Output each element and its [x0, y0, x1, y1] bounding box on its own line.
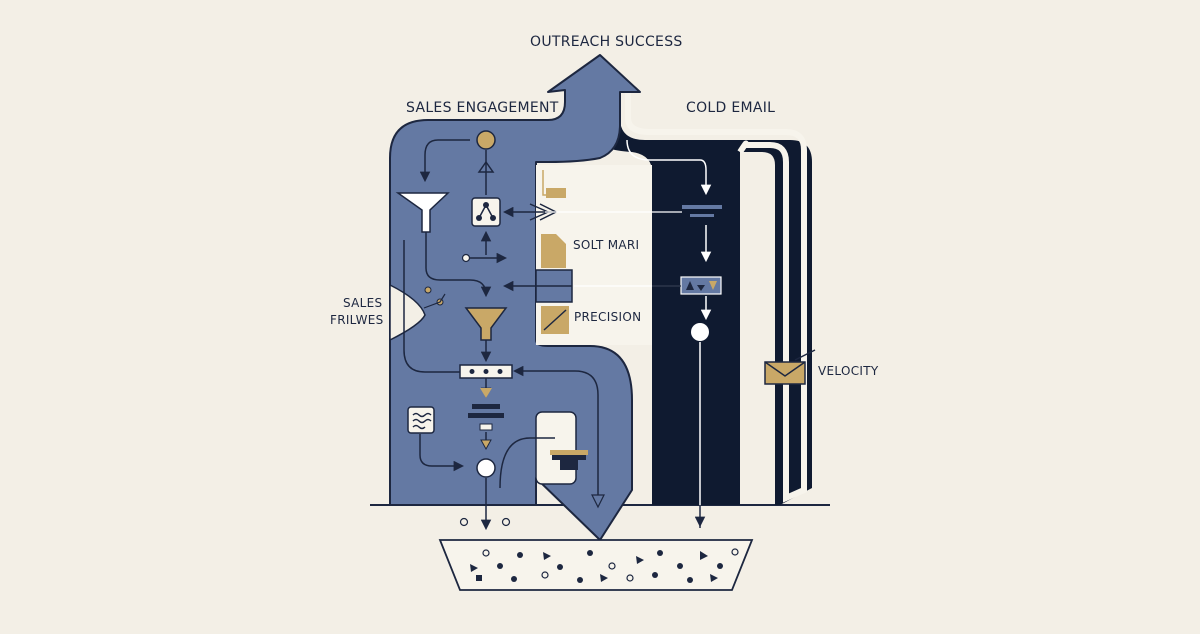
- envelope-icon: [764, 361, 806, 385]
- cold-email-arrow-1: [626, 139, 712, 196]
- sales-label: SALES: [343, 296, 383, 310]
- hopper: [438, 539, 754, 591]
- solt-mari-label: SOLT MARI: [573, 238, 640, 252]
- velocity-label: VELOCITY: [818, 364, 879, 378]
- top-node: [476, 130, 496, 150]
- doc-icon-solt-mari: [541, 234, 566, 268]
- return-arrow: [512, 365, 599, 495]
- side-notch: [389, 283, 426, 342]
- bars-icon: [472, 404, 500, 409]
- cold-email-stripe: [625, 92, 807, 503]
- funnel-icon-1: [395, 192, 450, 233]
- cold-email-node: [691, 323, 709, 341]
- sales-engagement-channel: [389, 54, 641, 541]
- arrow-wave-to-node: [419, 434, 465, 472]
- arrow-top-to-funnel: [419, 139, 470, 183]
- arrow-to-gold-box: [499, 437, 555, 489]
- frilwes-label: FRILWES: [330, 313, 384, 327]
- cold-email-bar-1: [682, 205, 722, 209]
- title-label: OUTREACH SUCCESS: [530, 34, 683, 50]
- return-arrow-head: [591, 494, 605, 509]
- bottom-node: [476, 458, 496, 478]
- left-loop: [403, 240, 460, 373]
- sales-engagement-label: SALES ENGAGEMENT: [406, 100, 559, 116]
- funnel-icon-2: [464, 307, 508, 341]
- arrow-funnel-down: [425, 232, 492, 298]
- side-node-links: [423, 293, 446, 309]
- hopper-particles: [470, 548, 739, 583]
- gold-table-icon: [552, 452, 586, 470]
- top-node-triangle: [477, 160, 495, 173]
- lower-notch: [535, 411, 577, 485]
- cold-email-label: COLD EMAIL: [686, 100, 776, 116]
- precision-label: PRECISION: [574, 310, 642, 324]
